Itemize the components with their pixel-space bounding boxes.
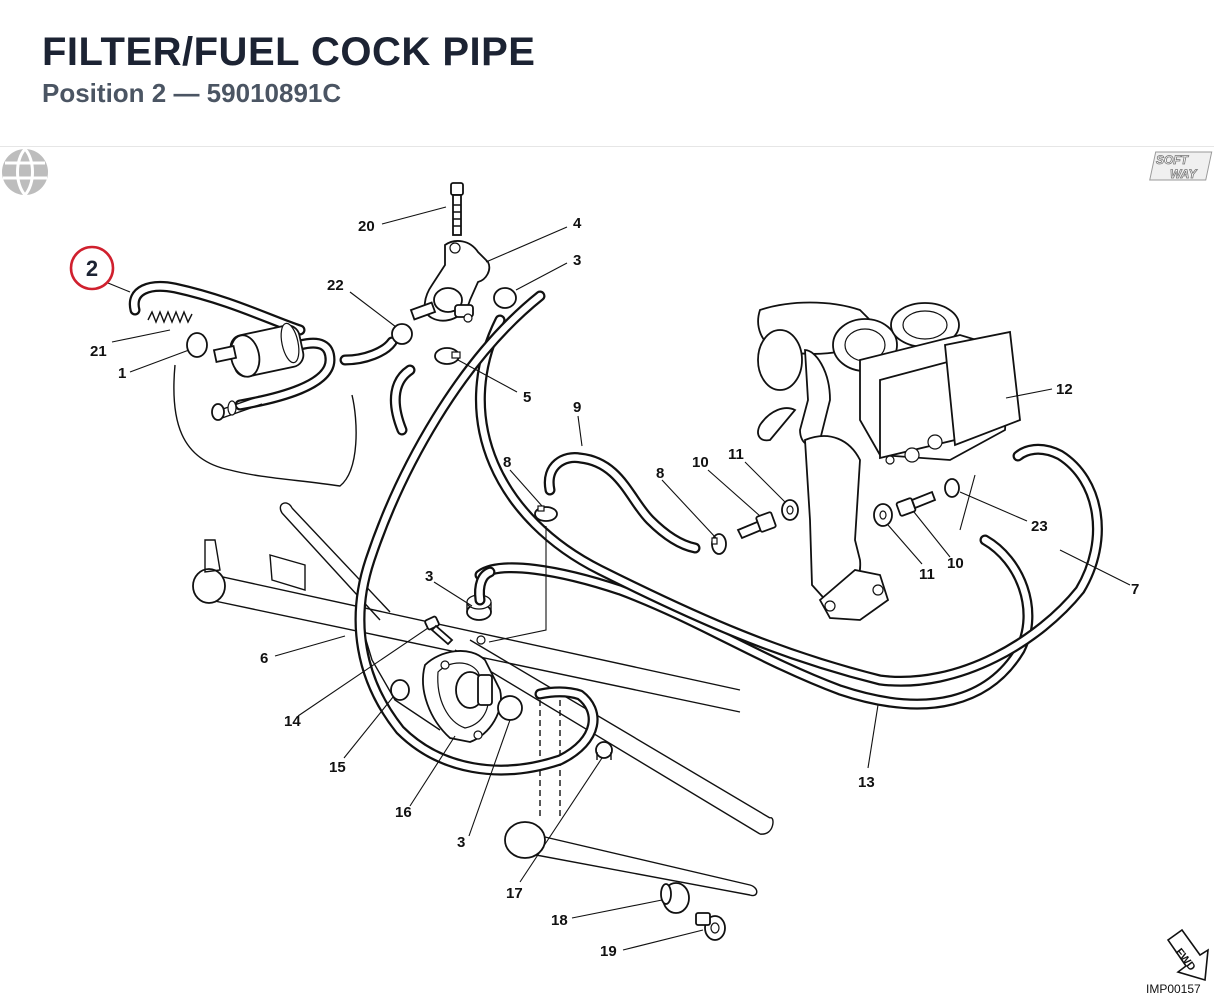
clamp-3-mid [466, 566, 496, 645]
callout-5[interactable]: 5 [523, 389, 531, 406]
fuel-tank-outline [173, 364, 357, 487]
callout-12[interactable]: 12 [1056, 381, 1073, 398]
logo-text-way: WAY [1170, 167, 1197, 181]
clamp-23 [944, 478, 960, 498]
clamp-3-lower [497, 695, 523, 721]
spacer-19 [695, 912, 726, 941]
hose-13 [474, 534, 1034, 710]
corner-globe-icon [2, 147, 48, 197]
grommet-15 [390, 679, 410, 701]
fitting-10-left [736, 511, 777, 540]
page-subtitle: Position 2 — 59010891C [42, 78, 342, 108]
callout-numbers: 20 4 3 22 21 1 5 9 8 8 10 11 12 23 7 11 … [90, 215, 1139, 960]
callout-23[interactable]: 23 [1031, 518, 1048, 535]
callout-21[interactable]: 21 [90, 343, 107, 360]
callout-4[interactable]: 4 [573, 215, 582, 232]
callout-11-right[interactable]: 11 [919, 566, 935, 583]
clamp-22 [391, 323, 413, 345]
callout-8-left[interactable]: 8 [503, 454, 511, 471]
fuel-filter [211, 322, 305, 421]
callout-22[interactable]: 22 [327, 277, 344, 294]
clip-8-right [711, 533, 727, 555]
callout-20[interactable]: 20 [358, 218, 375, 235]
screw-20 [450, 182, 464, 236]
exploded-parts-diagram: SOFT WAY [0, 147, 1214, 1003]
clamp-1 [186, 332, 208, 358]
leader-lines [107, 206, 1131, 951]
clip-8-left [534, 505, 558, 522]
logo-text-soft: SOFT [1156, 153, 1190, 167]
fuel-pump-16 [422, 650, 502, 743]
callout-9[interactable]: 9 [573, 399, 581, 416]
pipe-guide-line [488, 526, 547, 643]
callout-10-left[interactable]: 10 [692, 454, 709, 471]
clip-5 [434, 347, 461, 365]
callout-6[interactable]: 6 [260, 650, 268, 667]
screw-14 [424, 615, 454, 646]
spring-21 [147, 310, 193, 324]
callout-3-top[interactable]: 3 [573, 252, 581, 269]
bush-17 [595, 741, 613, 760]
callout-14[interactable]: 14 [284, 713, 301, 730]
callout-18[interactable]: 18 [551, 912, 568, 929]
highlighted-callout-2[interactable]: 2 [69, 245, 115, 291]
fuel-cock-4 [409, 240, 491, 323]
rubber-18 [660, 882, 690, 914]
callout-8-right[interactable]: 8 [656, 465, 664, 482]
callout-15[interactable]: 15 [329, 759, 346, 776]
callout-1[interactable]: 1 [118, 365, 126, 382]
page-header: FILTER/FUEL COCK PIPE Position 2 — 59010… [0, 0, 1214, 147]
page-title: FILTER/FUEL COCK PIPE [42, 30, 536, 74]
softway-logo-icon: SOFT WAY [1149, 151, 1213, 181]
diagram-canvas: SOFT WAY [2, 147, 1213, 996]
frame-tubes [192, 502, 774, 897]
callout-17[interactable]: 17 [506, 885, 523, 902]
callout-16[interactable]: 16 [395, 804, 412, 821]
fitting-10-right [895, 490, 937, 517]
highlight-ring[interactable] [69, 245, 115, 291]
callout-11-left[interactable]: 11 [728, 446, 744, 463]
callout-3-mid[interactable]: 3 [425, 568, 433, 585]
callout-10-right[interactable]: 10 [947, 555, 964, 572]
forward-arrow-icon: FWD [1166, 928, 1209, 982]
callout-13[interactable]: 13 [858, 774, 875, 791]
throttle-body-assembly [757, 301, 1021, 621]
hose-7 [474, 314, 1103, 687]
callout-7[interactable]: 7 [1131, 581, 1139, 598]
clamp-3-top [493, 287, 517, 309]
callout-19[interactable]: 19 [600, 943, 617, 960]
hose-2 [128, 280, 398, 411]
hose-6 [389, 364, 416, 436]
image-code: IMP00157 [1146, 982, 1201, 996]
hose-long [354, 290, 599, 776]
hose-9 [543, 452, 701, 554]
callout-3-lower[interactable]: 3 [457, 834, 465, 851]
callout-2[interactable]: 2 [86, 256, 98, 281]
